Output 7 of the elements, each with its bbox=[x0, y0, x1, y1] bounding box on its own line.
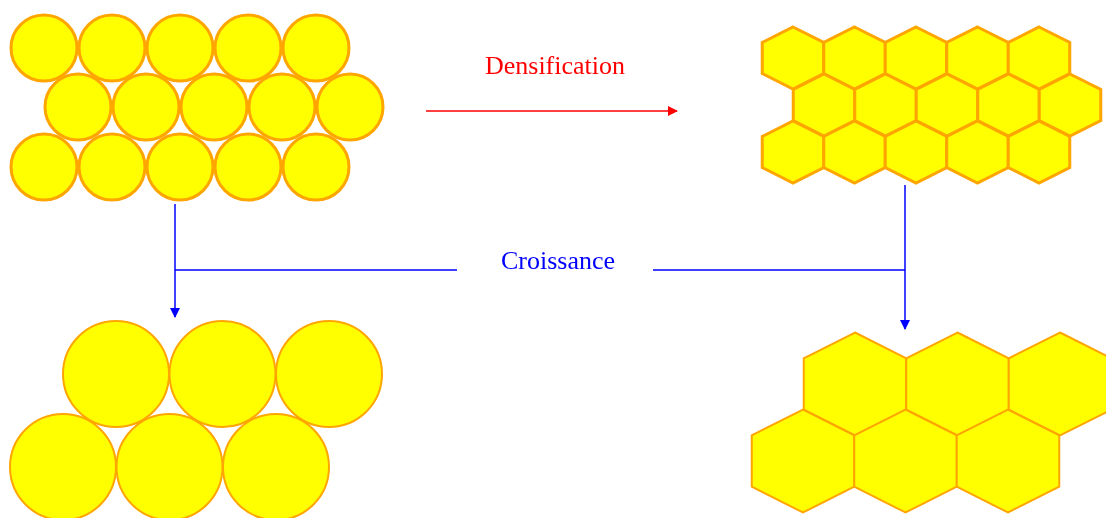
arrow bbox=[170, 203, 180, 318]
process-label: Croissance bbox=[499, 248, 617, 274]
hexagon-grains-drawing bbox=[749, 331, 1106, 516]
arrow bbox=[425, 106, 678, 116]
circle-grains-drawing bbox=[8, 319, 386, 518]
arrow bbox=[900, 184, 910, 330]
hexagon-grains-drawing bbox=[761, 26, 1102, 185]
